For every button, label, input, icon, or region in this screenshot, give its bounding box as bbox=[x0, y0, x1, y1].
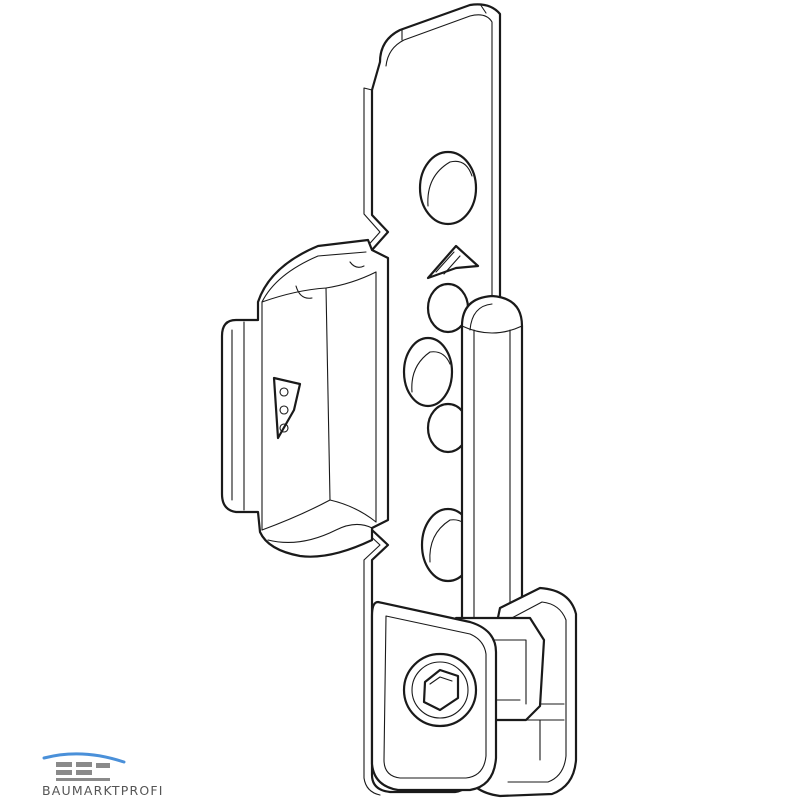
mounting-hole-3 bbox=[402, 336, 454, 408]
clip-logo-icon bbox=[272, 376, 302, 440]
baumarktprofi-watermark: BAUMARKTPROFI bbox=[42, 750, 163, 798]
mounting-hole-1 bbox=[418, 150, 478, 226]
hex-socket-screw bbox=[402, 652, 478, 728]
watermark-roof bbox=[42, 752, 126, 764]
clip-bracket bbox=[220, 238, 390, 558]
manufacturer-logo-icon bbox=[426, 244, 480, 280]
hinge-pin bbox=[460, 294, 524, 630]
watermark-logo-icon bbox=[42, 752, 126, 781]
watermark-text: BAUMARKTPROFI bbox=[42, 783, 164, 798]
